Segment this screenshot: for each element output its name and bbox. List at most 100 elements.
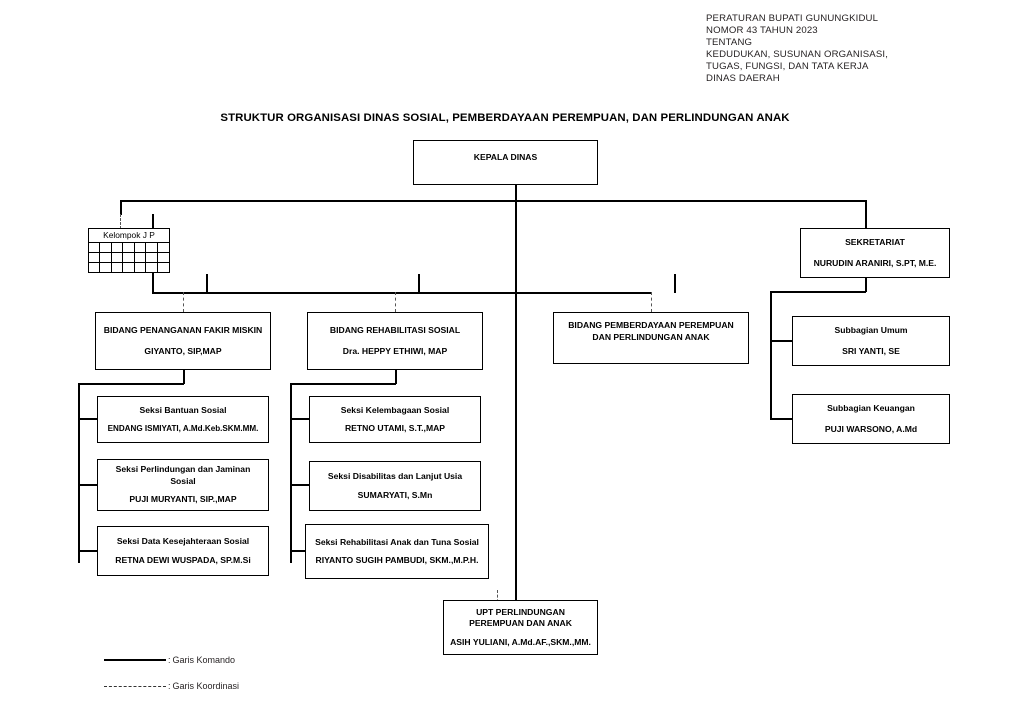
node-seksi-rehabilitasi-anak-name: RIYANTO SUGIH PAMBUDI, SKM.,M.P.H. <box>315 555 479 565</box>
page-title: STRUKTUR ORGANISASI DINAS SOSIAL, PEMBER… <box>220 112 790 124</box>
connector-upt-dashed <box>497 590 498 607</box>
jp-cell <box>157 243 169 253</box>
node-subbagian-keuangan[interactable]: Subbagian Keuangan PUJI WARSONO, A.Md <box>792 394 950 444</box>
node-bidang-fakir-miskin-title: BIDANG PENANGANAN FAKIR MISKIN <box>103 325 263 335</box>
connector-seksi-data-in <box>78 550 100 552</box>
legend-komando-label: Garis Komando <box>172 655 236 665</box>
connector-sekretariat-elbow-top <box>770 291 866 293</box>
jp-cell <box>123 253 135 263</box>
node-upt[interactable]: UPT PERLINDUNGAN PEREMPUAN DAN ANAK ASIH… <box>443 600 598 655</box>
connector-main-bus <box>120 200 866 202</box>
node-bidang-rehabilitasi-name: Dra. HEPPY ETHIWI, MAP <box>342 345 448 356</box>
jp-cell <box>89 243 101 253</box>
jp-cell <box>89 253 101 263</box>
connector-rehab-rail <box>290 383 292 563</box>
connector-fakir-down <box>183 370 185 384</box>
connector-sekretariat-drop <box>865 200 867 228</box>
node-kelompok-jp-grid <box>89 243 169 273</box>
connector-rehab-down <box>395 370 397 384</box>
node-bidang-fakir-miskin[interactable]: BIDANG PENANGANAN FAKIR MISKIN GIYANTO, … <box>95 312 271 370</box>
connector-kepala-stem <box>515 185 517 201</box>
jp-cell <box>146 243 158 253</box>
connector-seksi-disabilitas-in <box>290 484 312 486</box>
node-seksi-kelembagaan-name: RETNO UTAMI, S.T.,MAP <box>344 423 446 433</box>
connector-jp-drop <box>120 200 122 215</box>
connector-rehab-elbow-top <box>290 383 396 385</box>
node-bidang-pemberdayaan-title: BIDANG PEMBERDAYAAN PEREMPUAN DAN PERLIN… <box>568 320 734 342</box>
node-seksi-data-kesejahteraan-name: RETNA DEWI WUSPADA, SP.M.Si <box>115 554 251 565</box>
node-subbagian-umum-name: SRI YANTI, SE <box>842 345 900 356</box>
legend-koordinasi-separator: : <box>168 681 171 691</box>
legend-komando-separator: : <box>168 655 171 665</box>
node-subbagian-umum-title: Subbagian Umum <box>834 325 908 335</box>
jp-cell <box>134 243 147 253</box>
regulation-line-2: NOMOR 43 TAHUN 2023 <box>706 25 818 37</box>
connector-bidang-pemberdayaan-dashed <box>651 292 652 312</box>
jp-cell <box>146 253 158 263</box>
node-seksi-perlindungan-jaminan-name: PUJI MURYANTI, SIP.,MAP <box>129 494 237 505</box>
jp-cell <box>89 263 101 273</box>
jp-cell <box>158 263 169 273</box>
node-kepala-dinas-title: KEPALA DINAS <box>473 151 538 162</box>
regulation-header: PERATURAN BUPATI GUNUNGKIDUL NOMOR 43 TA… <box>706 13 888 86</box>
legend-dashed-line-icon <box>104 685 166 687</box>
node-bidang-pemberdayaan[interactable]: BIDANG PEMBERDAYAAN PEREMPUAN DAN PERLIN… <box>553 312 749 364</box>
node-bidang-fakir-miskin-name: GIYANTO, SIP,MAP <box>144 345 222 356</box>
legend-koordinasi-label: Garis Koordinasi <box>172 681 240 691</box>
node-kelompok-jp-title: Kelompok J P <box>89 229 169 243</box>
legend-solid-line-icon <box>104 659 166 661</box>
jp-cell <box>112 263 124 273</box>
node-bidang-rehabilitasi[interactable]: BIDANG REHABILITASI SOSIAL Dra. HEPPY ET… <box>307 312 483 370</box>
connector-seksi-perlindungan-in <box>78 484 100 486</box>
node-seksi-perlindungan-jaminan-title: Seksi Perlindungan dan Jaminan Sosial <box>115 464 251 486</box>
connector-sekretariat-down <box>865 278 867 292</box>
legend-koordinasi: : Garis Koordinasi <box>104 681 239 691</box>
connector-bidang-fakir-stub <box>206 274 208 293</box>
jp-cell <box>100 253 112 263</box>
connector-bidang-pemberdayaan-stub <box>674 274 676 293</box>
jp-cell <box>157 253 169 263</box>
jp-cell <box>135 263 147 273</box>
node-kepala-dinas[interactable]: KEPALA DINAS <box>413 140 598 185</box>
node-subbagian-keuangan-name: PUJI WARSONO, A.Md <box>824 423 918 434</box>
connector-subbagian-umum-in <box>770 340 792 342</box>
regulation-line-6: DINAS DAERAH <box>706 73 780 85</box>
jp-cell <box>111 243 124 253</box>
connector-jp-dashed <box>120 214 121 229</box>
node-kelompok-jp[interactable]: Kelompok J P <box>88 228 170 273</box>
jp-cell <box>100 243 112 253</box>
connector-bidang-fakir-dashed <box>183 292 184 312</box>
node-subbagian-umum[interactable]: Subbagian Umum SRI YANTI, SE <box>792 316 950 366</box>
regulation-line-3: TENTANG <box>706 37 753 49</box>
node-seksi-bantuan-sosial-title: Seksi Bantuan Sosial <box>139 404 227 415</box>
jp-cell <box>111 253 124 263</box>
regulation-line-4: KEDUDUKAN, SUSUNAN ORGANISASI, <box>706 49 889 61</box>
jp-cell <box>123 243 135 253</box>
connector-seksi-bantuan-in <box>78 418 100 420</box>
regulation-line-1: PERATURAN BUPATI GUNUNGKIDUL <box>706 13 879 24</box>
node-seksi-disabilitas-title: Seksi Disabilitas dan Lanjut Usia <box>327 471 463 481</box>
node-upt-name: ASIH YULIANI, A.Md.AF.,SKM.,MM. <box>450 636 591 647</box>
node-seksi-disabilitas[interactable]: Seksi Disabilitas dan Lanjut Usia SUMARY… <box>309 461 481 511</box>
node-seksi-perlindungan-jaminan[interactable]: Seksi Perlindungan dan Jaminan Sosial PU… <box>97 459 269 511</box>
node-seksi-data-kesejahteraan-title: Seksi Data Kesejahteraan Sosial <box>116 536 250 546</box>
node-seksi-kelembagaan[interactable]: Seksi Kelembagaan Sosial RETNO UTAMI, S.… <box>309 396 481 443</box>
connector-sekretariat-rail <box>770 291 772 419</box>
node-seksi-rehabilitasi-anak-title: Seksi Rehabilitasi Anak dan Tuna Sosial <box>315 536 479 547</box>
connector-bidang-rehab-dashed <box>395 292 396 312</box>
connector-bidang-bus <box>152 292 652 294</box>
node-seksi-rehabilitasi-anak[interactable]: Seksi Rehabilitasi Anak dan Tuna Sosial … <box>305 524 489 579</box>
regulation-line-5: TUGAS, FUNGSI, DAN TATA KERJA <box>706 61 869 73</box>
connector-seksi-rehabanak-in <box>290 550 312 552</box>
node-subbagian-keuangan-title: Subbagian Keuangan <box>827 403 915 413</box>
connector-subbagian-keuangan-in <box>770 418 792 420</box>
node-upt-title: UPT PERLINDUNGAN PEREMPUAN DAN ANAK <box>469 606 572 629</box>
node-seksi-disabilitas-name: SUMARYATI, S.Mn <box>357 489 433 500</box>
node-seksi-bantuan-sosial-name: ENDANG ISMIYATI, A.Md.Keb.SKM.MM. <box>107 424 259 433</box>
node-seksi-data-kesejahteraan[interactable]: Seksi Data Kesejahteraan Sosial RETNA DE… <box>97 526 269 576</box>
connector-bidang-rehab-stub <box>418 274 420 293</box>
node-seksi-bantuan-sosial[interactable]: Seksi Bantuan Sosial ENDANG ISMIYATI, A.… <box>97 396 269 443</box>
node-sekretariat-title: SEKRETARIAT <box>845 237 905 247</box>
node-sekretariat[interactable]: SEKRETARIAT NURUDIN ARANIRI, S.PT, M.E. <box>800 228 950 278</box>
legend-komando: : Garis Komando <box>104 655 235 665</box>
